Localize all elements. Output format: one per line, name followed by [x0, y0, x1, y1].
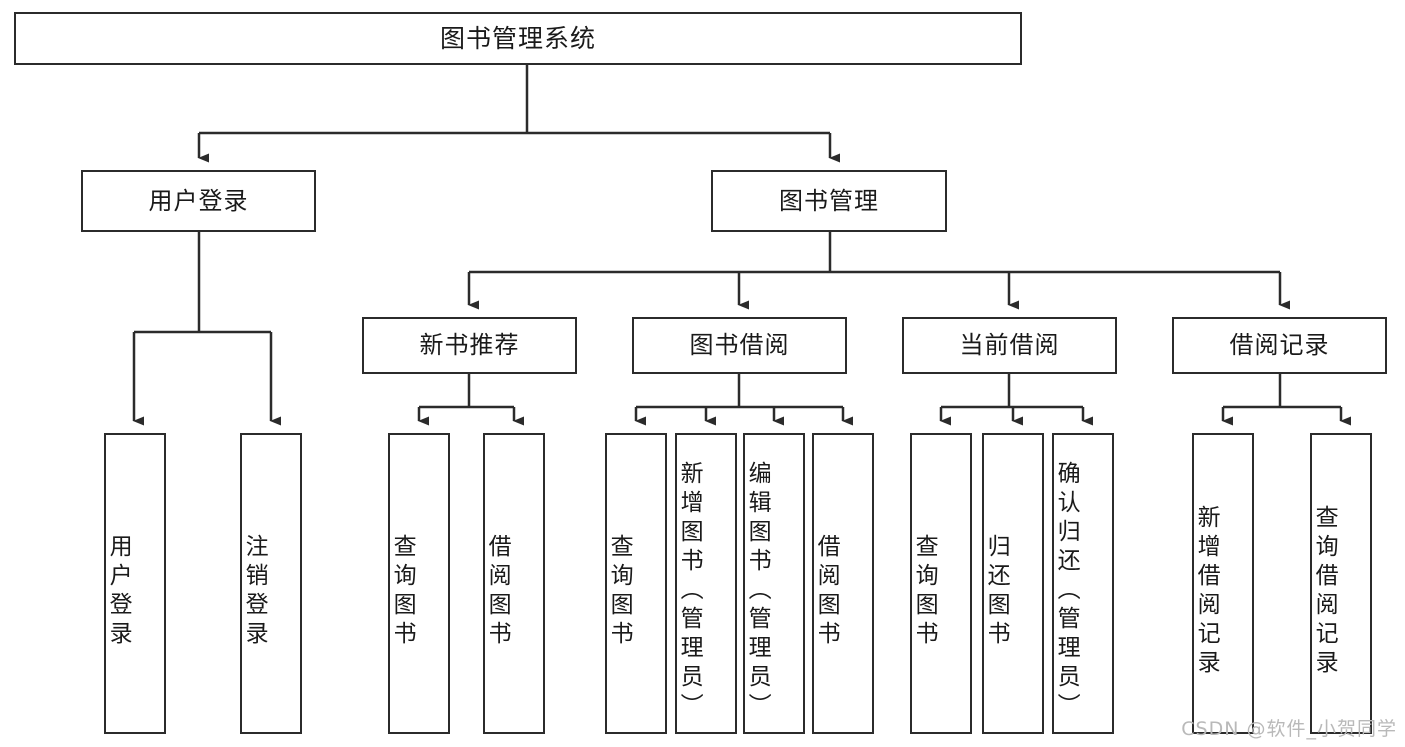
- node-label: 查询图书: [389, 533, 416, 650]
- node-label: 新增图书（管理员）: [676, 461, 703, 722]
- leaf-node-查询图书-2[interactable]: 查询图书: [388, 433, 450, 734]
- leaf-node-查询图书-4[interactable]: 查询图书: [605, 433, 667, 734]
- node-label: 图书管理: [779, 186, 879, 215]
- leaf-node-查询图书-8[interactable]: 查询图书: [910, 433, 972, 734]
- leaf-node-注销登录-1[interactable]: 注销登录: [240, 433, 302, 734]
- leaf-node-新增借阅记录-11[interactable]: 新增借阅记录: [1192, 433, 1254, 734]
- leaf-node-用户登录-0[interactable]: 用户登录: [104, 433, 166, 734]
- node-label: 新书推荐: [419, 331, 520, 360]
- leaf-node-编辑图书管理员-6[interactable]: 编辑图书（管理员）: [743, 433, 805, 734]
- csdn-watermark: CSDN @软件_小贺同学: [1181, 718, 1397, 740]
- node-label: 借阅图书: [813, 533, 840, 650]
- node-label: 归还图书: [983, 533, 1010, 650]
- leaf-node-借阅图书-3[interactable]: 借阅图书: [483, 433, 545, 734]
- level3-node-新书推荐-0[interactable]: 新书推荐: [362, 317, 577, 374]
- node-label: 当前借阅: [959, 331, 1060, 360]
- node-label: 注销登录: [241, 533, 268, 650]
- node-label: 图书借阅: [689, 331, 790, 360]
- node-label: 借阅图书: [484, 533, 511, 650]
- leaf-node-查询借阅记录-12[interactable]: 查询借阅记录: [1310, 433, 1372, 734]
- leaf-node-归还图书-9[interactable]: 归还图书: [982, 433, 1044, 734]
- node-label: 确认归还（管理员）: [1053, 461, 1080, 722]
- node-label: 新增借阅记录: [1193, 504, 1220, 679]
- leaf-node-新增图书管理员-5[interactable]: 新增图书（管理员）: [675, 433, 737, 734]
- node-label: 查询借阅记录: [1311, 504, 1338, 679]
- node-label: 用户登录: [105, 533, 132, 650]
- node-label: 查询图书: [911, 533, 938, 650]
- level3-node-图书借阅-1[interactable]: 图书借阅: [632, 317, 847, 374]
- root-node-图书管理系统[interactable]: 图书管理系统: [14, 12, 1022, 65]
- node-label: 编辑图书（管理员）: [744, 461, 771, 722]
- node-label: 用户登录: [148, 186, 249, 215]
- node-label: 图书管理系统: [439, 23, 596, 53]
- level3-node-借阅记录-3[interactable]: 借阅记录: [1172, 317, 1387, 374]
- level3-node-当前借阅-2[interactable]: 当前借阅: [902, 317, 1117, 374]
- level2-node-图书管理-1[interactable]: 图书管理: [711, 170, 947, 232]
- leaf-node-借阅图书-7[interactable]: 借阅图书: [812, 433, 874, 734]
- node-label: 查询图书: [606, 533, 633, 650]
- level2-node-用户登录-0[interactable]: 用户登录: [81, 170, 316, 232]
- leaf-node-确认归还管理员-10[interactable]: 确认归还（管理员）: [1052, 433, 1114, 734]
- node-label: 借阅记录: [1229, 331, 1330, 360]
